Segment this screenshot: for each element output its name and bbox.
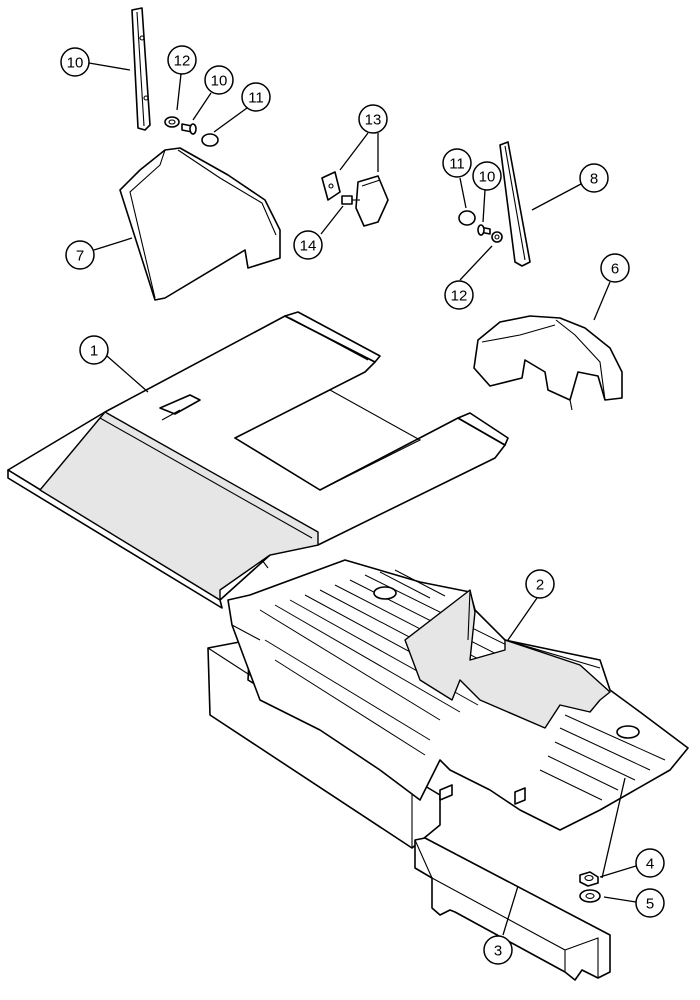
hardware-left [164,116,219,147]
callout-7-label: 7 [76,248,84,265]
callout-10-left: 10 [204,65,234,95]
callout-10-right: 10 [472,161,502,191]
callout-9-label: 10 [67,55,84,72]
callout-4: 4 [635,848,665,878]
callout-11-right: 11 [442,148,472,178]
callout-12-right: 12 [444,280,474,310]
hardware-right [458,210,503,243]
callout-6-label: 6 [611,261,619,278]
callout-5-label: 5 [646,896,654,913]
callout-8-label: 8 [590,171,598,188]
part-9-trim-strip [131,7,151,131]
callout-1-label: 1 [90,343,98,360]
callout-8: 8 [579,163,609,193]
part-4-nut [579,871,599,887]
callout-4-label: 4 [646,856,654,873]
callout-13-label: 13 [365,112,382,129]
callout-12-left: 12 [167,45,197,75]
part-5-washer [579,889,601,903]
callout-6: 6 [600,253,630,283]
part-2-floor-mat [207,559,689,849]
callouts: 10 12 10 11 7 13 14 11 [60,45,665,965]
callout-12-right-label: 12 [451,288,468,305]
callout-7: 7 [65,240,95,270]
leader-lines [88,62,637,936]
callout-5: 5 [635,888,665,918]
callout-14: 14 [293,230,323,260]
callout-1: 1 [79,335,109,365]
part-7-side-panel [119,147,281,301]
callout-10-right-label: 10 [479,169,496,186]
part-13-clip [321,171,389,227]
callout-11-left-label: 11 [248,90,264,107]
callout-3-label: 3 [494,943,502,960]
callout-14-label: 14 [300,238,317,255]
callout-9: 10 [60,47,90,77]
callout-3: 3 [483,935,513,965]
callout-2: 2 [525,569,555,599]
callout-11-left: 11 [241,82,271,112]
callout-13: 13 [358,104,388,134]
leader-4 [599,865,637,878]
callout-10-left-label: 10 [211,73,228,90]
part-6-side-panel [473,315,623,411]
callout-2-label: 2 [536,577,544,594]
part-3-plate [414,837,611,981]
callout-12-left-label: 12 [174,53,191,70]
part-1-floor-plate [7,311,509,609]
callout-11-right-label: 11 [449,156,465,173]
part-14-bolt [341,195,360,205]
part-8-trim-strip [499,141,531,267]
